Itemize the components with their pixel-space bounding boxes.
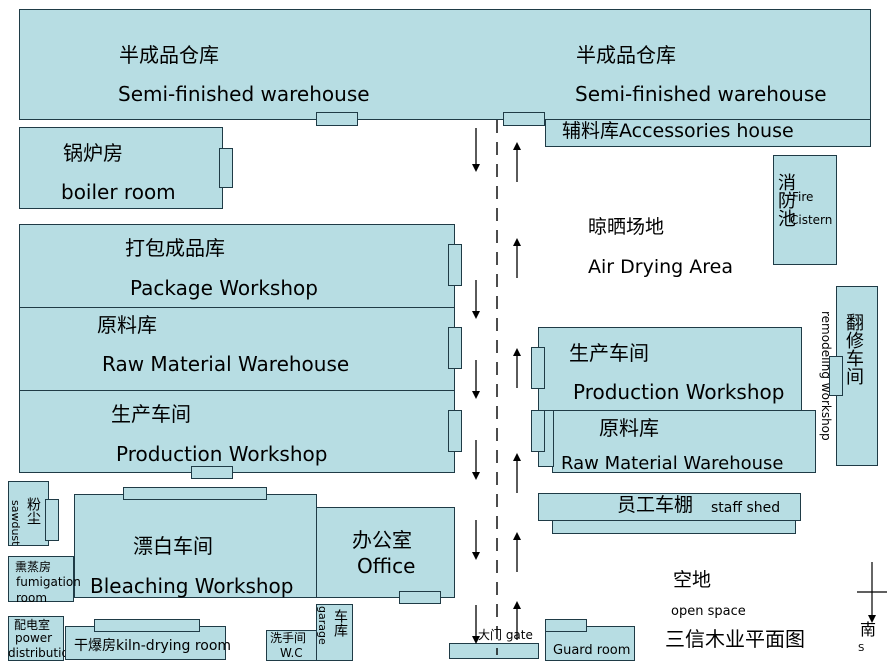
accessories-house: [545, 119, 871, 147]
sawdust-cn: 粉尘: [25, 497, 41, 525]
door-package: [448, 244, 462, 286]
door-guard: [545, 619, 587, 632]
staff-shed-base: [552, 520, 796, 534]
fumigation-en1: fumigation: [16, 575, 81, 589]
package-en: Package Workshop: [130, 276, 318, 300]
air-drying-en: Air Drying Area: [588, 256, 733, 278]
sawdust-room: [8, 481, 49, 546]
gate-label: 大门 gate: [478, 628, 533, 642]
compass-cn: 南: [860, 620, 877, 639]
raw-left-en: Raw Material Warehouse: [102, 352, 350, 376]
semi-left-en: Semi-finished warehouse: [118, 82, 370, 106]
gate-bar: [449, 643, 539, 659]
garage: [316, 604, 353, 661]
door-bleach: [123, 487, 267, 500]
semi-finished-warehouse: [19, 9, 871, 120]
garage-en: garage: [316, 606, 329, 645]
raw-material-warehouse-left: [19, 307, 455, 391]
accessories-label: 辅料库Accessories house: [562, 120, 794, 142]
raw-right-cn: 原料库: [599, 416, 659, 440]
door-prod-bottom: [191, 466, 233, 479]
boiler-en: boiler room: [61, 180, 176, 204]
semi-left-cn: 半成品仓库: [119, 43, 219, 67]
door-raw-left: [448, 327, 462, 369]
door-boiler: [219, 148, 233, 188]
open-space-cn: 空地: [673, 569, 712, 591]
raw-left-cn: 原料库: [97, 313, 157, 337]
office-cn: 办公室: [352, 528, 412, 552]
door-remodel: [829, 356, 843, 396]
wc-room: [266, 630, 317, 661]
office: [316, 507, 455, 598]
fire-en2: Cistern: [790, 213, 833, 227]
boiler-room: [19, 127, 223, 209]
sawdust-en: sawdust: [9, 500, 22, 546]
wc-cn: 洗手间: [270, 631, 307, 645]
package-cn: 打包成品库: [125, 236, 225, 260]
door-kiln: [94, 619, 200, 632]
remodel-cn: 翻修车间: [843, 313, 864, 385]
door-prod-left: [448, 410, 462, 452]
staff-shed-en: staff shed: [711, 500, 781, 516]
boiler-cn: 锅炉房: [63, 141, 123, 165]
garage-cn: 车库: [332, 609, 348, 637]
fire-en1: Fire: [792, 190, 814, 204]
door-sawdust: [45, 499, 59, 541]
wc-en: W.C: [280, 646, 303, 660]
open-space-en: open space: [671, 604, 746, 619]
prod-right-cn: 生产车间: [569, 341, 649, 365]
fire-cistern: [773, 155, 837, 265]
raw-material-warehouse-right: [552, 410, 816, 473]
power-cn: 配电室: [14, 618, 51, 632]
power-en2: distribution: [8, 646, 77, 660]
remodeling-workshop: [836, 286, 878, 466]
prod-right-en: Production Workshop: [573, 380, 785, 404]
door-raw-right: [531, 410, 545, 452]
compass-en: S: [858, 643, 865, 654]
bleach-en: Bleaching Workshop: [90, 574, 294, 598]
bleaching-workshop: [74, 494, 317, 598]
fire-cn: 消防池: [775, 173, 796, 227]
air-drying-cn: 晾晒场地: [588, 216, 665, 238]
fumigation-room: [8, 556, 74, 602]
door-office: [399, 591, 441, 604]
raw-right-en: Raw Material Warehouse: [561, 453, 784, 474]
door-semi-2: [503, 112, 545, 126]
prod-left-cn: 生产车间: [111, 402, 191, 426]
semi-right-en: Semi-finished warehouse: [575, 82, 827, 106]
door-prod-right: [531, 347, 545, 389]
prod-left-en: Production Workshop: [116, 442, 328, 466]
staff-shed-cn: 员工车棚: [617, 494, 694, 516]
office-en: Office: [357, 554, 416, 578]
door-semi-1: [316, 112, 358, 126]
production-workshop-right: [538, 327, 802, 411]
plan-title: 三信木业平面图: [665, 627, 805, 651]
production-workshop-left: [19, 390, 455, 473]
guard-label: Guard room: [553, 643, 631, 658]
power-en1: power: [15, 631, 53, 645]
semi-right-cn: 半成品仓库: [576, 43, 676, 67]
bleach-cn: 漂白车间: [133, 534, 213, 558]
fumigation-cn: 熏蒸房: [15, 560, 52, 574]
fumigation-en2: room: [16, 591, 48, 605]
kiln-label: 干爆房kiln-drying room: [74, 638, 232, 654]
